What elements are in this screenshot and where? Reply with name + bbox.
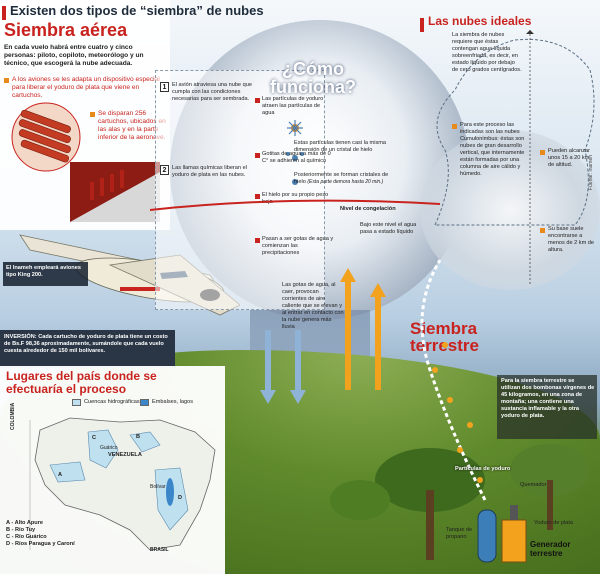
basins-legend-swatch <box>72 399 81 406</box>
map-list-item: A - Alto Apure <box>6 520 43 526</box>
brasil-label: BRASIL <box>150 547 169 553</box>
ice-forms-note: (Esta parte demora hasta 20 min.) <box>307 179 384 185</box>
ice-forms-text: Posteriormente se forman cristales de hi… <box>294 172 389 185</box>
marker-a: A <box>58 472 63 478</box>
bolivar-label: Bolívar <box>150 484 166 490</box>
ideal-altitude: Pueden alcanzar unos 15 a 20 km de altit… <box>548 148 590 168</box>
burner-label: Quemador <box>520 482 547 488</box>
process-liquid-below: Bajo este nivel el agua pasa a estado lí… <box>360 222 417 235</box>
guarico-label: Guárico <box>100 445 118 451</box>
investment-text: Cada cartucho de yoduro de plata tiene u… <box>4 334 168 354</box>
process-ice-forms: Posteriormente se forman cristales de hi… <box>294 172 394 186</box>
ground-generator <box>477 505 527 563</box>
how-title-line1: ¿Cómo <box>282 59 344 79</box>
marker-c: C <box>92 435 97 441</box>
ideal-cumulonimbus: Para este proceso las indicadas son las … <box>460 122 525 177</box>
step-number-2: 2 <box>160 165 169 175</box>
ground-title-line1: Siembra <box>410 319 478 338</box>
freezing-level-line <box>150 199 440 211</box>
how-it-works-panel <box>155 70 325 310</box>
venezuela-map <box>29 417 216 551</box>
marker-d: D <box>178 495 183 501</box>
how-title-line2: funciona? <box>270 77 356 97</box>
step-1-text: El avión atraviesa una nube que cumpla c… <box>172 82 252 102</box>
rain-arrows <box>260 330 306 404</box>
basins-legend: Cuencas hidrográficas <box>84 399 140 405</box>
ideal-base: Su base suele encontrarse a menos de 2 k… <box>548 226 595 253</box>
wing-cartridges-photo <box>70 162 160 222</box>
process-rain-cycle: Las gotas de agua, al caer, provocan cor… <box>282 282 344 330</box>
how-it-works-title: ¿Cómo funciona? <box>258 60 368 96</box>
colombia-label: COLOMBIA <box>10 402 16 430</box>
process-precipitation: Pasan a ser gotas de agua y comienzan la… <box>262 236 334 256</box>
ideal-clouds-title: Las nubes ideales <box>428 14 532 28</box>
process-particles-attract: Las partículas de yoduro atraen las part… <box>262 96 324 116</box>
source-credit: Fuente: Inameh <box>588 154 594 190</box>
silver-iodide-label: Yoduro de plata <box>534 520 573 526</box>
process-crystal-size: Estas partículas tienen casi la misma di… <box>294 140 387 153</box>
crew-intro: En cada vuelo habrá entre cuatro y cinco… <box>4 44 144 67</box>
ground-desc-box <box>497 375 597 439</box>
freezing-level-label: Nivel de congelación <box>340 206 396 212</box>
country-label: VENEZUELA <box>108 452 142 458</box>
device-bullet: A los aviones se les adapta un dispositi… <box>12 76 160 99</box>
process-marker <box>255 153 260 158</box>
ideal-intro: La siembra de nubes requiere que éstas c… <box>452 32 522 73</box>
map-list: A - Alto Apure B - Río Tuy C - Río Guári… <box>6 520 106 548</box>
ice-crystal-icons <box>286 120 304 185</box>
map-title: Lugares del país donde se efectuaría el … <box>6 369 157 396</box>
cartridges-bullet: Se disparan 256 cartuchos, ubicados en l… <box>98 110 166 141</box>
process-marker <box>255 238 260 243</box>
map-list-item: D - Ríos Paragua y Caroní <box>6 541 75 547</box>
reservoirs-legend-swatch <box>140 399 149 406</box>
trees-illustration <box>330 444 590 560</box>
ground-description: Para la siembra terrestre se utilizan do… <box>501 378 595 419</box>
bullet-marker <box>540 150 545 155</box>
process-marker <box>255 98 260 103</box>
marker-b: B <box>136 434 141 440</box>
altitude-ruler <box>526 30 534 285</box>
bullet-marker <box>90 112 95 117</box>
iodide-particle-plume <box>420 259 487 501</box>
map-list-item: C - Río Guárico <box>6 534 47 540</box>
reservoirs-legend: Embalses, lagos <box>152 399 194 405</box>
bullet-marker <box>4 78 9 83</box>
investment-box <box>0 330 175 368</box>
main-title: Existen dos tipos de “siembra” de nubes <box>10 3 264 18</box>
title-bar-accent <box>2 6 6 20</box>
bullet-marker <box>540 228 545 233</box>
step-2-text: Las llamas químicas liberan el yoduro de… <box>172 165 247 178</box>
step-number-1: 1 <box>160 82 169 92</box>
map-list-item: B - Río Tuy <box>6 527 36 533</box>
process-droplets-adhere: Gotitas de agua a más de 0 C° se adhiere… <box>262 151 331 164</box>
plane-caption: El Inameh empleará aviones tipo King 200… <box>6 265 81 278</box>
plane-caption-box <box>3 262 88 286</box>
cartridges-icon <box>11 102 81 172</box>
bullet-marker <box>452 124 457 129</box>
ideal-bar-accent <box>420 18 424 32</box>
process-marker <box>255 194 260 199</box>
warm-air-arrows <box>340 268 386 390</box>
propane-label: Tanque de propano <box>446 527 473 540</box>
right-cloud <box>420 130 600 290</box>
cloud-outline <box>434 38 595 226</box>
iodide-particles-label: Partículas de yoduro <box>455 466 511 472</box>
generator-label: Generador terrestre <box>530 540 571 558</box>
investment-label: INVERSIÓN: <box>4 334 37 340</box>
aerial-seeding-title: Siembra aérea <box>4 20 128 40</box>
